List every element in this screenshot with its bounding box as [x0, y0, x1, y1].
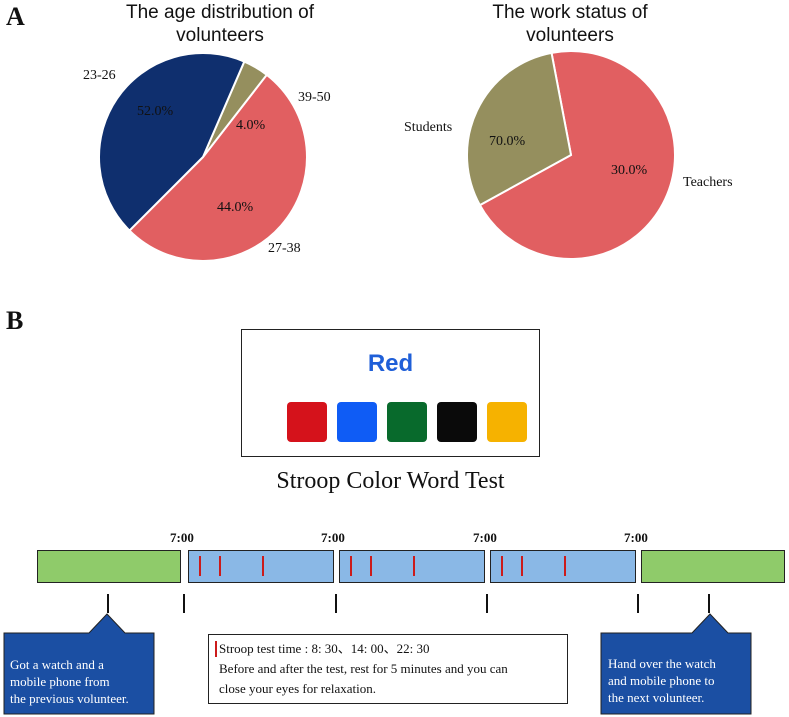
stroop-test-tick — [262, 556, 264, 576]
work-chart-title-line-1: The work status of — [492, 2, 648, 23]
work-slice-teachers — [466, 51, 573, 207]
callout-right-line-1: Hand over the watch — [608, 656, 716, 671]
timeline-marker — [183, 594, 185, 613]
age-chart-title: The age distribution of volunteers — [100, 1, 340, 47]
age-pie-chart — [98, 51, 308, 262]
age-slice-27-38 — [98, 51, 246, 232]
timeline-segment-day-2 — [339, 550, 485, 583]
callout-left-line-1: Got a watch and a — [10, 657, 104, 672]
stroop-test-tick-legend — [215, 641, 217, 657]
work-slice-pct-teachers: 30.0% — [611, 163, 648, 178]
age-slice-label-39-50: 39-50 — [298, 90, 331, 105]
work-chart-title: The work status of volunteers — [440, 1, 700, 47]
time-label-3: 7:00 — [473, 530, 497, 545]
stroop-schedule-note: Stroop test time : 8: 30、14: 00、22: 30 B… — [208, 634, 568, 704]
note-line-2: Before and after the test, rest for 5 mi… — [219, 661, 508, 676]
stroop-test-tick — [501, 556, 503, 576]
work-pie-chart — [466, 50, 676, 260]
stroop-test-tick — [219, 556, 221, 576]
color-swatch-blue — [337, 402, 377, 442]
timeline-segment-before — [37, 550, 181, 583]
stroop-test-tick — [564, 556, 566, 576]
age-slice-23-26 — [128, 73, 308, 262]
time-label-1: 7:00 — [170, 530, 194, 545]
timeline-segment-after — [641, 550, 785, 583]
callout-right-text: Hand over the watch and mobile phone to … — [608, 655, 716, 706]
work-slice-students — [478, 50, 676, 260]
timeline-marker — [335, 594, 337, 613]
callout-right-line-3: the next volunteer. — [608, 690, 705, 705]
callout-left-line-2: mobile phone from — [10, 674, 110, 689]
stroop-test-tick — [199, 556, 201, 576]
age-slice-pct-39-50: 4.0% — [236, 118, 266, 133]
callout-right-shape — [600, 613, 752, 715]
age-chart-title-line-2: volunteers — [176, 25, 264, 46]
time-label-2: 7:00 — [321, 530, 345, 545]
age-slice-pct-23-26: 52.0% — [137, 104, 174, 119]
stroop-test-tick — [413, 556, 415, 576]
color-swatch-green — [387, 402, 427, 442]
stroop-word: Red — [367, 350, 414, 377]
callout-left-shape — [3, 613, 155, 715]
work-chart-title-line-2: volunteers — [526, 25, 614, 46]
stroop-test-tick — [350, 556, 352, 576]
color-swatch-yellow — [487, 402, 527, 442]
work-slice-label-teachers: Teachers — [683, 175, 733, 190]
stroop-test-box: Red — [241, 329, 540, 457]
callout-left-text: Got a watch and a mobile phone from the … — [10, 656, 129, 707]
stroop-caption: Stroop Color Word Test — [276, 468, 505, 494]
callout-left-line-3: the previous volunteer. — [10, 691, 129, 706]
panel-label-a: A — [6, 2, 25, 31]
color-swatch-red — [287, 402, 327, 442]
note-line-3: close your eyes for relaxation. — [219, 681, 377, 696]
callout-shapes-svg — [3, 613, 752, 715]
color-swatch-black — [437, 402, 477, 442]
stroop-test-tick — [370, 556, 372, 576]
note-line-1: Stroop test time : 8: 30、14: 00、22: 30 — [219, 641, 430, 656]
panel-label-b: B — [6, 306, 24, 335]
work-slice-pct-students: 70.0% — [489, 134, 526, 149]
age-slice-pct-27-38: 44.0% — [217, 200, 254, 215]
work-slice-label-students: Students — [404, 120, 453, 135]
timeline-marker — [486, 594, 488, 613]
time-label-4: 7:00 — [624, 530, 648, 545]
age-slice-label-27-38: 27-38 — [268, 241, 301, 256]
age-slice-label-23-26: 23-26 — [83, 68, 116, 83]
stroop-test-tick — [521, 556, 523, 576]
timeline-marker — [708, 594, 710, 613]
timeline-segment-day-3 — [490, 550, 636, 583]
callout-right-line-2: and mobile phone to — [608, 673, 715, 688]
age-chart-title-line-1: The age distribution of — [125, 2, 314, 23]
timeline-segment-day-1 — [188, 550, 334, 583]
timeline-marker — [637, 594, 639, 613]
pie-charts-svg — [98, 50, 676, 262]
timeline-marker — [107, 594, 109, 613]
